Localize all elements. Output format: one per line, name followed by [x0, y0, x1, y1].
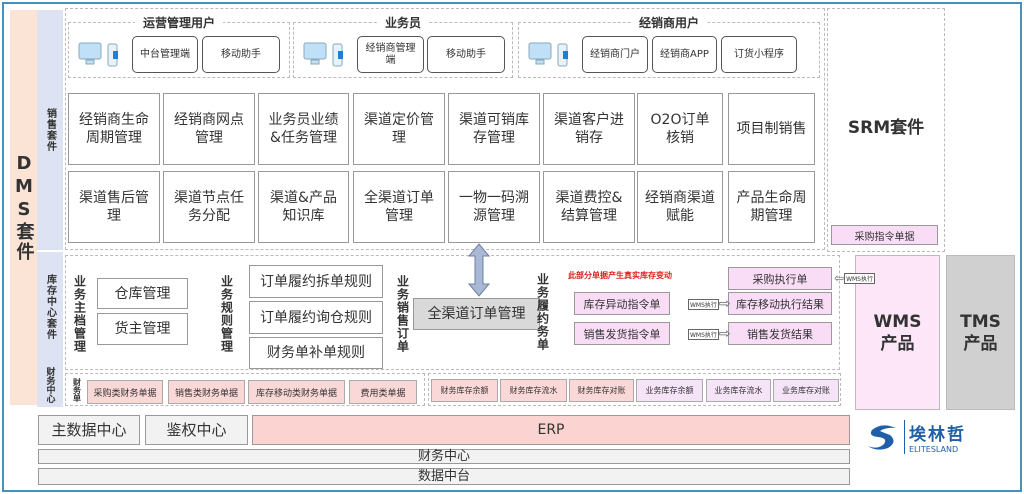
sales-suite-area: [65, 8, 825, 250]
finance-center-label: 财务中心: [44, 366, 55, 403]
wms-arrow-1: WMS执行⇨: [688, 296, 731, 312]
dms-suite-column: DMS套件: [10, 10, 37, 405]
user-group-title-wrap: 业务员: [293, 13, 513, 31]
inventory-report-business[interactable]: 业务库存余额: [636, 379, 703, 402]
warehouse-management[interactable]: 仓库管理: [97, 278, 188, 309]
sales-module[interactable]: 渠道售后管理: [68, 171, 160, 243]
master-label: 业务主档管理: [72, 275, 87, 353]
sales-module[interactable]: 渠道费控&结算管理: [543, 171, 635, 243]
user-group-title: 业务员: [376, 13, 429, 31]
finance-doc-type[interactable]: 费用类单据: [349, 380, 417, 404]
purchase-execution-doc[interactable]: 采购执行单: [728, 267, 832, 290]
desktop-mobile-icon: [528, 42, 568, 67]
user-entry-button[interactable]: 经销商APP: [652, 36, 717, 73]
inventory-suite-label-column: 库存中心套件: [37, 252, 63, 362]
finance-center-bar[interactable]: 财务中心: [38, 449, 850, 464]
finance-doc-type[interactable]: 库存移动类财务单据: [248, 380, 345, 404]
sales-module[interactable]: 经销商网点管理: [163, 93, 255, 165]
srm-title: SRM套件: [847, 118, 925, 138]
finance-docs-label: 财务单: [72, 377, 82, 402]
finance-supplement-rule[interactable]: 财务单补单规则: [249, 337, 383, 369]
inventory-reports-area: [428, 373, 841, 406]
finance-doc-type[interactable]: 采购类财务单据: [87, 380, 163, 404]
inventory-move-result[interactable]: 库存移动执行结果: [728, 292, 832, 315]
finance-doc-type[interactable]: 销售类财务单据: [168, 380, 245, 404]
sales-suite-label-column: 销售套件: [37, 10, 63, 250]
sales-module[interactable]: 渠道客户进销存: [543, 93, 635, 165]
inventory-report-business[interactable]: 业务库存对账: [773, 379, 839, 402]
inventory-report-finance[interactable]: 财务库存流水: [500, 379, 567, 402]
tms-label: TMS产品: [960, 311, 1001, 354]
sales-module[interactable]: 全渠道订单管理: [353, 171, 445, 243]
sales-module[interactable]: O2O订单核销: [637, 93, 723, 165]
real-inventory-note: 此部分单据产生真实库存变动: [568, 271, 672, 280]
sales-module[interactable]: 经销商生命周期管理: [68, 93, 160, 165]
erp[interactable]: ERP: [252, 415, 850, 445]
logo: 埃林哲 ELITESLAND: [866, 420, 966, 454]
sales-suite-label: 销售套件: [44, 108, 56, 152]
sales-shipment-instruction[interactable]: 销售发货指令单: [574, 322, 670, 345]
sales-module[interactable]: 一物一码溯源管理: [448, 171, 540, 243]
user-entry-button[interactable]: 经销商管理端: [357, 36, 424, 73]
inventory-report-business[interactable]: 业务库存流水: [706, 379, 771, 402]
user-entry-button[interactable]: 经销商门户: [582, 36, 648, 73]
sales-module[interactable]: 渠道&产品知识库: [258, 171, 349, 243]
double-arrow-icon: [468, 243, 490, 297]
wms-label: WMS产品: [873, 311, 922, 354]
auth-center[interactable]: 鉴权中心: [145, 415, 248, 445]
sales-module[interactable]: 渠道可销库存管理: [448, 93, 540, 165]
sales-module[interactable]: 业务员业绩&任务管理: [258, 93, 349, 165]
sales-shipment-result[interactable]: 销售发货结果: [728, 322, 832, 345]
sales-module[interactable]: 渠道定价管理: [353, 93, 445, 165]
desktop-mobile-icon: [303, 42, 343, 67]
user-group-title: 运营管理用户: [134, 13, 223, 31]
purchase-instruction-doc[interactable]: 采购指令单据: [831, 225, 938, 245]
sales-module[interactable]: 经销商渠道赋能: [637, 171, 723, 243]
sales-module[interactable]: 项目制销售: [728, 93, 815, 165]
fulfillment-label: 业务履约务单: [535, 273, 550, 351]
omni-channel-order-box[interactable]: 全渠道订单管理: [413, 298, 540, 330]
logo-en: ELITESLAND: [909, 445, 959, 454]
inventory-area: [65, 255, 840, 370]
master-data-center[interactable]: 主数据中心: [38, 415, 140, 445]
logo-cn: 埃林哲: [909, 425, 966, 445]
desktop-mobile-icon: [78, 42, 118, 67]
inventory-report-finance[interactable]: 财务库存对账: [569, 379, 634, 402]
logo-mark-icon: [868, 425, 896, 450]
user-entry-button[interactable]: 中台管理端: [132, 36, 198, 73]
user-group-title-wrap: 经销商用户: [518, 13, 820, 31]
tms-product[interactable]: TMS产品: [946, 255, 1015, 410]
user-entry-button[interactable]: 订货小程序: [721, 36, 797, 73]
inquiry-warehouse-rule[interactable]: 订单履约询仓规则: [249, 301, 383, 334]
sales-module[interactable]: 产品生命周期管理: [728, 171, 815, 243]
user-entry-button[interactable]: 移动助手: [427, 36, 505, 73]
inventory-suite-label: 库存中心套件: [44, 274, 56, 340]
finance-center-label-column: 财务中心: [37, 362, 63, 407]
inventory-change-instruction[interactable]: 库存异动指令单: [574, 292, 670, 315]
user-entry-button[interactable]: 移动助手: [202, 36, 280, 73]
sales-module[interactable]: 渠道节点任务分配: [163, 171, 255, 243]
split-order-rule[interactable]: 订单履约拆单规则: [249, 265, 383, 298]
wms-arrow-label: WMS执行: [688, 328, 719, 340]
wms-product[interactable]: WMS产品: [855, 255, 940, 410]
user-group-title-wrap: 运营管理用户: [68, 13, 290, 31]
srm-suite[interactable]: SRM套件: [827, 8, 945, 252]
dms-label: DMS套件: [13, 153, 35, 262]
finance-docs-area: [65, 373, 425, 406]
owner-management[interactable]: 货主管理: [97, 313, 188, 345]
rules-label: 业务规则管理: [219, 275, 234, 353]
wms-arrow-2: WMS执行⇨: [688, 326, 731, 342]
wms-arrow-label: WMS执行: [688, 298, 719, 310]
wms-arrow-label: WMS执行: [844, 272, 875, 284]
inventory-report-finance[interactable]: 财务库存余额: [431, 379, 498, 402]
wms-arrow-3: ⇦WMS执行: [834, 271, 875, 285]
data-platform-bar[interactable]: 数据中台: [38, 468, 850, 485]
user-group-title: 经销商用户: [630, 13, 707, 31]
sales-order-label: 业务销售订单: [395, 275, 410, 353]
